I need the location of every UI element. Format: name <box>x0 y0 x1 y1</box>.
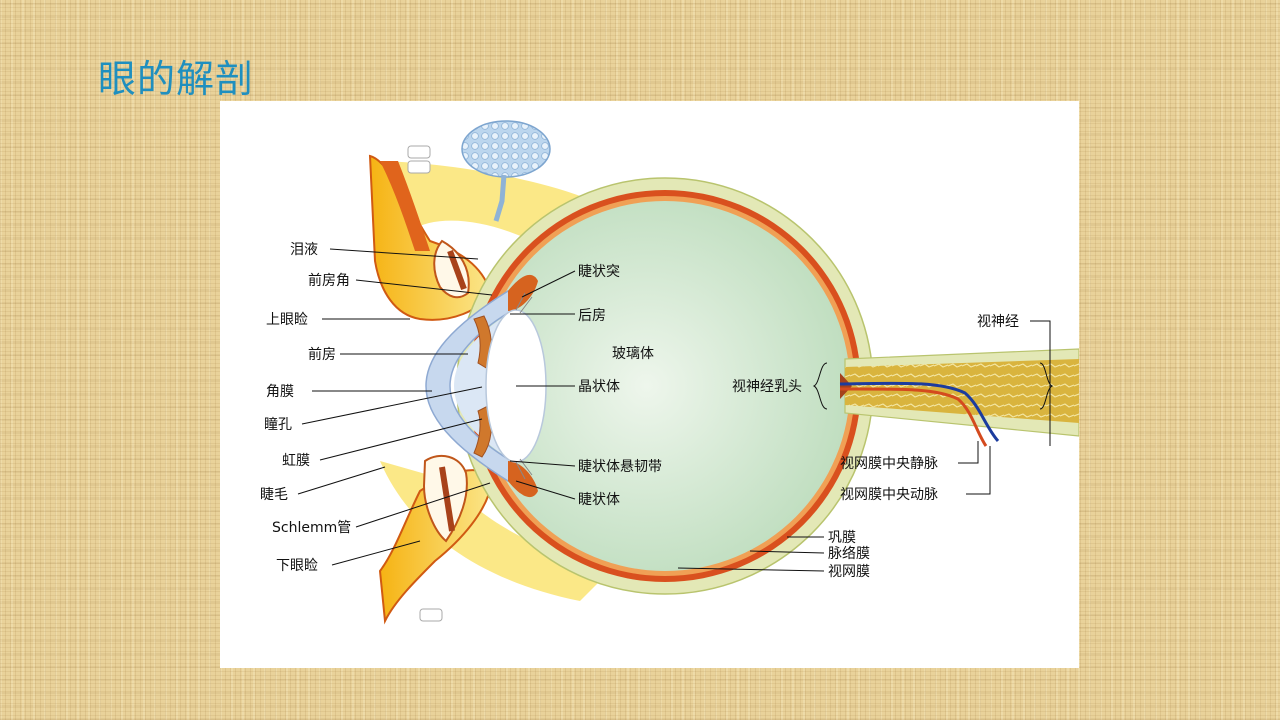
iris-upper <box>473 315 492 370</box>
lacrimal-gland <box>461 120 551 178</box>
orbital-tissue <box>370 161 580 251</box>
label-lower-eyelid: 下眼睑 <box>276 558 318 574</box>
central-retinal-vein-vessel <box>839 381 1000 442</box>
label-central-retinal-vein: 视网膜中央静脉 <box>840 456 938 472</box>
label-optic-disc: 视神经乳头 <box>732 379 802 395</box>
label-retina: 视网膜 <box>828 564 870 580</box>
optic-disc-shape <box>840 373 852 399</box>
label-vitreous-body: 玻璃体 <box>612 345 654 362</box>
lower-tarsal-core <box>439 466 455 532</box>
label-zonule: 睫状体悬韧带 <box>578 459 662 475</box>
eye-anatomy-diagram: 泪液 前房角 上眼睑 前房 角膜 瞳孔 虹膜 睫毛 Schlemm管 下眼睑 睫… <box>260 120 1079 625</box>
vitreous-shape <box>480 201 850 571</box>
upper-lid-muscle <box>380 161 430 251</box>
lacrimal-duct <box>493 174 507 222</box>
label-schlemm-canal: Schlemm管 <box>272 520 351 536</box>
label-cornea: 角膜 <box>266 384 294 400</box>
label-eyelashes: 睫毛 <box>260 487 288 503</box>
label-central-retinal-artery: 视网膜中央动脉 <box>840 487 938 503</box>
anterior-chamber-shape <box>454 309 516 463</box>
label-pupil: 瞳孔 <box>264 416 292 433</box>
label-anterior-chamber: 前房 <box>308 346 336 363</box>
label-sclera: 巩膜 <box>828 530 856 546</box>
label-ciliary-process: 睫状突 <box>578 264 620 280</box>
label-posterior-chamber: 后房 <box>578 308 606 324</box>
label-optic-nerve: 视神经 <box>977 314 1019 330</box>
label-ciliary-body: 睫状体 <box>578 492 620 508</box>
ciliary-body-upper <box>508 274 538 311</box>
label-upper-eyelid: 上眼睑 <box>266 312 308 328</box>
upper-skin-plate-1 <box>407 145 431 159</box>
eye-anatomy-figure: 泪液 前房角 上眼睑 前房 角膜 瞳孔 虹膜 睫毛 Schlemm管 下眼睑 睫… <box>220 101 1079 668</box>
ciliary-body-lower <box>508 461 538 498</box>
lower-skin-plate <box>419 608 443 622</box>
label-lens: 晶状体 <box>578 379 620 395</box>
label-anterior-chamber-angle: 前房角 <box>308 272 350 289</box>
label-iris: 虹膜 <box>282 453 310 469</box>
label-tears: 泪液 <box>290 242 318 258</box>
upper-skin-plate-2 <box>407 160 431 174</box>
label-choroid: 脉络膜 <box>828 546 870 562</box>
central-retinal-artery-vessel <box>839 387 988 447</box>
slide-title: 眼的解剖 <box>98 57 255 101</box>
